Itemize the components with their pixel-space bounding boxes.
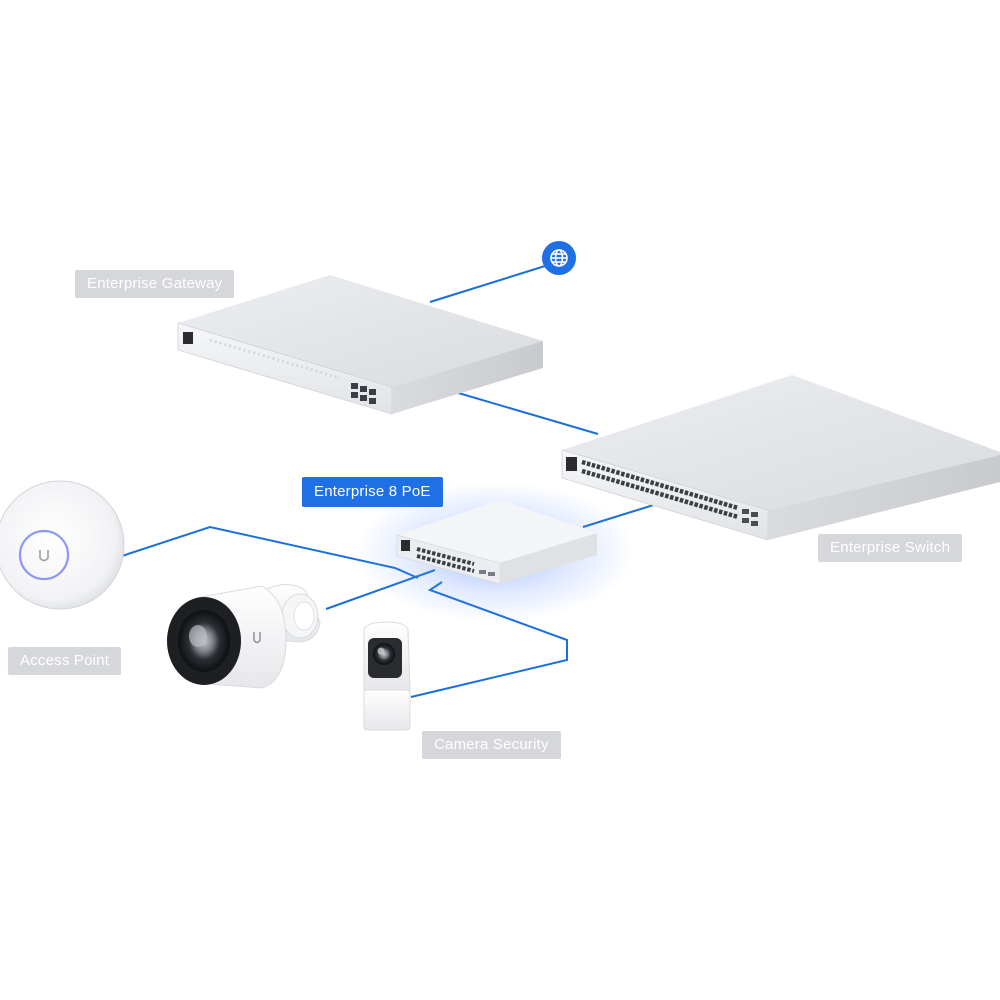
enterprise-switch-device	[561, 375, 1000, 541]
ubiquiti-u-logo-icon	[39, 550, 49, 562]
switch-sfp-ports	[742, 509, 758, 526]
line-gateway-switch	[454, 391, 599, 435]
poe-ports	[416, 547, 475, 573]
ubiquiti-u-logo-icon	[253, 632, 261, 644]
poe-sfp-ports	[479, 570, 495, 576]
label-enterprise-gateway: Enterprise Gateway	[75, 270, 235, 298]
flex-camera-device	[363, 621, 411, 731]
switch-display	[566, 457, 577, 471]
gateway-display	[183, 332, 193, 344]
access-point-device	[0, 480, 125, 610]
internet-node	[542, 241, 576, 275]
enterprise-8-poe-device	[355, 482, 635, 622]
gateway-ports	[351, 383, 376, 404]
enterprise-gateway-device	[177, 275, 543, 415]
label-enterprise-switch: Enterprise Switch	[818, 534, 963, 562]
label-access-point: Access Point	[8, 647, 122, 675]
label-enterprise-8-poe: Enterprise 8 PoE	[302, 477, 443, 507]
poe-display	[401, 540, 410, 551]
label-camera-security: Camera Security	[422, 731, 561, 759]
globe-icon	[550, 249, 568, 267]
bullet-camera-device	[167, 584, 321, 689]
switch-ports	[581, 459, 739, 520]
access-point-led-ring	[18, 529, 70, 581]
line-internet-gateway	[429, 265, 546, 303]
